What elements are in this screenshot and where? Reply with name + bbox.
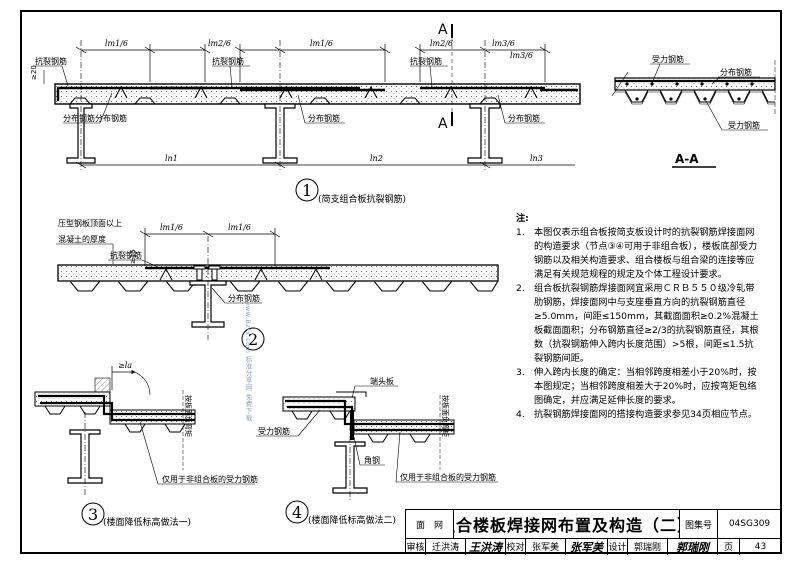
figure-3: ≥la 按板面负弯矩 仅用于非组合板的受力钢筋 3 (楼面降低标高做法一) [34,361,258,528]
note-number: 3. [516,367,525,378]
check-label: 校对 [506,538,526,555]
aa-stressed-bar-label-2: 受力钢筋 [728,120,760,130]
crack-bar-label-3: 抗裂钢筋 [410,56,442,66]
note-item: 3. 伸入跨内长度的确定：当相邻跨度相差小于20%时，按本图规定；当相邻跨度相差大… [516,366,762,408]
designer-name: 郭瑞刚 [628,538,668,555]
note-number: 4. [516,409,525,420]
fig2-crack-bar-label: 抗裂钢筋 [110,250,142,260]
figure-4: 按板面负弯矩 端头板 受力钢筋 角钢 仅用于非组合板的受力钢筋 4 (楼面降低标… [256,376,498,526]
dist-bar-label-4: 分布钢筋 [508,113,540,123]
reviewer-name: 迁洪涛 [426,538,466,555]
fig4-side-label: 按板面负弯矩 [441,395,450,437]
dist-bar-label-2: 分布钢筋 [95,113,127,123]
fig3-callout [81,502,105,526]
figure-1: lm1/6 lm2/6 lm1/6 lm2/6 lm3/6 lm3/6 ln1 … [30,22,581,205]
fig1-caption: (简支组合板抗裂钢筋) [318,193,406,205]
design-label: 设计 [608,538,628,555]
fig2-dim-2: lm1/6 [228,223,251,232]
fig2-dist-bar-label: 分布钢筋 [228,293,260,303]
fig4-note: 仅用于非组合板的受力钢筋 [400,472,496,482]
note-text: 伸入跨内长度的确定：当相邻跨度相差小于20%时，按本图规定；当相邻跨度相差大于2… [534,367,757,406]
aa-dist-bar-label: 分布钢筋 [720,67,752,77]
checker-name: 张军美 [526,538,566,555]
dim-lm1-6-b: lm1/6 [310,39,333,48]
title-block: 面 网 组合楼板焊接网布置及构造（二） 图集号 04SG309 审核 迁洪涛 王… [405,509,782,555]
fig4-caption: (楼面降低标高做法二) [308,514,396,526]
dist-bar-label-3: 分布钢筋 [308,113,340,123]
page-number: 43 [754,541,767,552]
section-mark-top: A [438,22,448,38]
fig2-note-2: 混凝土的厚度 [58,234,106,244]
drawing-title: 组合楼板焊接网布置及构造（二） [454,510,680,538]
dim-ln2: ln2 [370,154,383,163]
dist-bar-label-1: 分布钢筋 [63,113,95,123]
note-text: 抗裂钢筋焊接面网的搭接构造要求参见34页相应节点。 [534,409,758,420]
fig4-end-plate-label: 端头板 [370,376,394,386]
fig2-number: 2 [248,330,258,349]
note-number: 1. [516,227,525,238]
note-text: 本图仅表示组合板按简支板设计时的抗裂钢筋焊接面网的构造要求（节点③④可用于非组合… [534,227,758,280]
page-label: 页 [718,538,740,555]
dim-ln3: ln3 [530,154,543,163]
fig4-stressed-bar-label: 受力钢筋 [258,426,290,436]
fig3-number: 3 [88,505,98,524]
fig3-side-label: 按板面负弯矩 [184,395,193,437]
fig3-la: ≥la [118,361,132,370]
watermark: www.Bzfx.com 标准分享网 免费下载 [244,300,252,422]
aa-title: A-A [675,152,699,166]
category-cell: 面 网 [406,510,454,538]
aa-stressed-bar-label: 受力钢筋 [652,54,684,64]
crack-bars-fig1 [56,86,578,101]
reviewer-signature: 王洪涛 [466,538,506,555]
fig3-note: 仅用于非组合板的受力钢筋 [162,474,258,484]
figure-2: 压型钢板顶面以上 混凝土的厚度 抗裂钢筋 lm1/6 lm1/6 ≥15 分布 [56,218,499,351]
note-number: 2. [516,283,525,294]
dim-lm1-6-a: lm1/6 [105,39,128,48]
fig2-callout [241,327,265,351]
crack-bar-label-1: 抗裂钢筋 [35,56,67,66]
atlas-label: 图集号 [680,510,718,538]
fig1-callout [295,178,319,202]
fig4-angle-label: 角钢 [364,455,380,465]
dim-lm3-6-a: lm3/6 [492,39,515,48]
checker-signature: 张军美 [566,538,608,555]
note-item: 4. 抗裂钢筋焊接面网的搭接构造要求参见34页相应节点。 [516,408,762,422]
beams-fig1 [66,103,503,164]
fig2-dim-1: lm1/6 [160,223,183,232]
atlas-number: 04SG309 [728,519,771,529]
notes-heading: 注: [516,213,529,224]
designer-signature: 郭瑞刚 [668,538,718,555]
section-mark-bottom: A [438,116,448,132]
dim-lm2-6-b: lm2/6 [430,39,453,48]
drawing-frame [20,10,782,554]
dim-lm2-6-a: lm2/6 [208,39,231,48]
notes-panel: 注: 1. 本图仅表示组合板按简支板设计时的抗裂钢筋焊接面网的构造要求（节点③④可… [516,212,762,422]
fig3-caption: (楼面降低标高做法一) [103,516,191,528]
fig4-number: 4 [292,503,302,522]
note-text: 组合板抗裂钢筋焊接面网宜采用ＣＲＢ５５０级冷轧带肋钢筋，焊接面网中与支座垂直方向… [534,283,759,364]
crack-bar-label-2: 抗裂钢筋 [212,56,244,66]
section-aa: 受力钢筋 分布钢筋 受力钢筋 A-A [611,54,776,168]
fig2-note-1: 压型钢板顶面以上 [58,218,122,228]
fig1-number: 1 [302,181,312,200]
dim-lm3-6-b: lm3/6 [510,51,533,60]
fig4-callout [285,500,309,524]
note-item: 2. 组合板抗裂钢筋焊接面网宜采用ＣＲＢ５５０级冷轧带肋钢筋，焊接面网中与支座垂直… [516,282,762,366]
review-label: 审核 [406,538,426,555]
note-item: 1. 本图仅表示组合板按简支板设计时的抗裂钢筋焊接面网的构造要求（节点③④可用于非… [516,226,762,282]
fig2-cover: ≥15 [129,249,137,264]
cover-dim-fig1: ≥20 [30,65,38,80]
dim-ln1: ln1 [165,154,178,163]
